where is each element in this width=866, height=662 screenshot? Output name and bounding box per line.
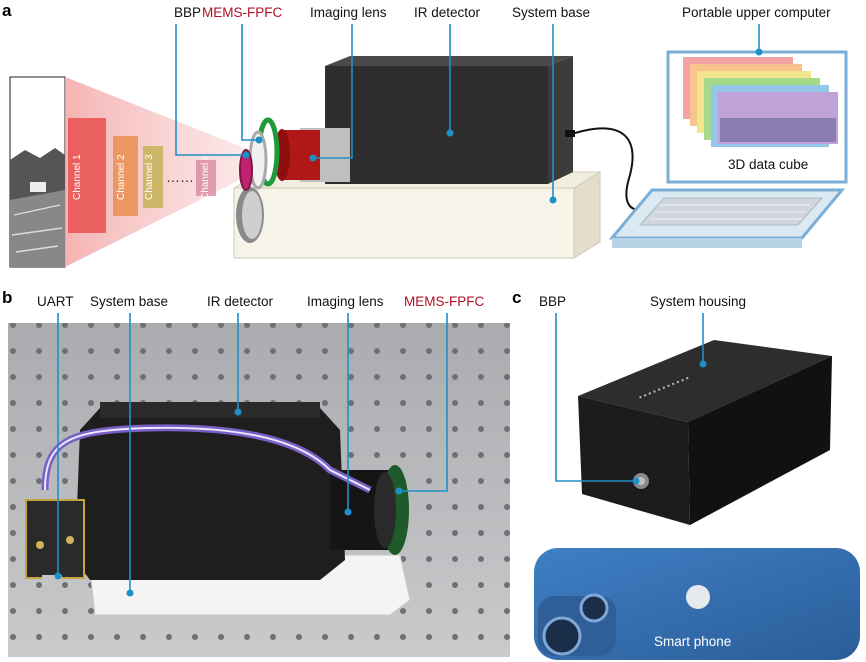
laptop xyxy=(608,50,848,248)
channel-n-label: Channel n xyxy=(200,154,211,200)
panel-c-leaders xyxy=(555,313,707,485)
channel-ellipsis: …… xyxy=(166,169,194,185)
panel-b-letter: b xyxy=(2,288,12,307)
panel-a-letter: a xyxy=(2,1,12,20)
filter-rings xyxy=(239,117,280,191)
ir-detector-block xyxy=(325,56,575,184)
smart-phone xyxy=(534,548,860,660)
label-b-detector: IR detector xyxy=(207,294,274,309)
label-a-mems: MEMS-FPFC xyxy=(202,5,282,20)
label-a-detector: IR detector xyxy=(414,5,481,20)
channel-2-label: Channel 2 xyxy=(116,154,127,200)
label-b-uart: UART xyxy=(37,294,74,309)
channel-slabs xyxy=(68,118,216,233)
panel-c-letter: c xyxy=(512,288,521,307)
channel-3-label: Channel 3 xyxy=(144,154,155,200)
label-c-phone: Smart phone xyxy=(654,634,731,649)
scene-image xyxy=(9,76,66,268)
label-c-bbp: BBP xyxy=(539,294,566,309)
label-b-base: System base xyxy=(90,294,168,309)
label-a-lens: Imaging lens xyxy=(310,5,387,20)
label-a-base: System base xyxy=(512,5,590,20)
label-b-mems: MEMS-FPFC xyxy=(404,294,484,309)
data-cube-label: 3D data cube xyxy=(728,157,808,172)
panel-a-leaders xyxy=(175,24,763,204)
panel-b-leaders xyxy=(54,313,448,597)
label-b-lens: Imaging lens xyxy=(307,294,384,309)
system-housing-box: ▪ ▪ ▪ ▪ ▪ ▪ ▪ ▪ ▪ ▪ ▪ xyxy=(578,340,832,525)
label-a-bbp: BBP xyxy=(174,5,201,20)
photo-b xyxy=(8,323,510,657)
channel-1-label: Channel 1 xyxy=(72,154,83,200)
label-a-computer: Portable upper computer xyxy=(682,5,831,20)
cable xyxy=(574,127,641,211)
system-base-block xyxy=(232,171,602,259)
label-c-housing: System housing xyxy=(650,294,746,309)
